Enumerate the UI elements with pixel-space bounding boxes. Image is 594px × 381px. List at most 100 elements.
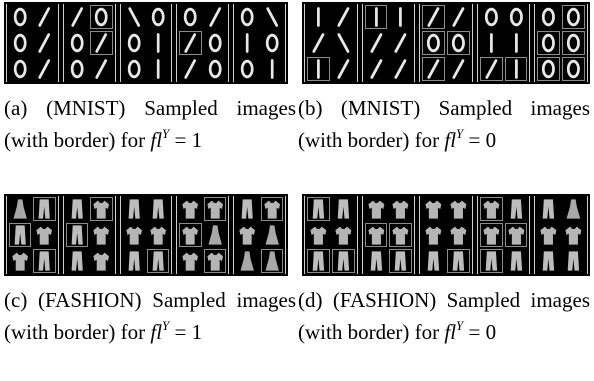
mnist-panel-b <box>302 2 590 84</box>
sample-image <box>331 5 355 29</box>
sample-image <box>504 223 528 247</box>
sample-image <box>389 249 413 273</box>
sample-group <box>361 196 416 274</box>
sample-image <box>33 57 56 81</box>
sample-image <box>307 5 330 29</box>
sample-group <box>476 196 531 274</box>
sample-image <box>307 197 330 221</box>
sample-image <box>9 249 32 273</box>
sample-image <box>479 31 503 55</box>
sample-image <box>122 31 145 55</box>
sample-image <box>236 31 259 55</box>
sample-image <box>422 57 445 81</box>
caption-c-value: = 1 <box>169 320 203 344</box>
sample-image <box>146 57 170 81</box>
sample-group <box>62 196 116 274</box>
caption-c-symbol: fl <box>150 320 163 344</box>
sample-image <box>504 31 528 55</box>
sample-image <box>389 223 413 247</box>
sample-image <box>331 31 355 55</box>
sample-image <box>504 249 528 273</box>
sample-image <box>307 57 330 81</box>
sample-image <box>65 57 89 81</box>
sample-group <box>233 196 286 274</box>
sample-image <box>203 249 227 273</box>
sample-image <box>203 5 227 29</box>
caption-c-superscript: Y <box>162 318 170 333</box>
sample-group <box>176 4 230 82</box>
sample-image <box>562 223 585 247</box>
sample-image <box>364 31 388 55</box>
sample-image <box>65 223 89 247</box>
sample-image <box>446 223 470 247</box>
caption-a-text: (a) (MNIST) Sampled images (with border)… <box>4 96 296 152</box>
sample-image <box>146 31 170 55</box>
sample-image <box>389 5 413 29</box>
sample-image <box>146 197 170 221</box>
mnist-panel-a <box>4 2 288 84</box>
sample-image <box>307 223 330 247</box>
caption-b: (b) (MNIST) Sampled images (with border)… <box>298 96 590 153</box>
sample-image <box>422 197 445 221</box>
sample-group <box>6 196 59 274</box>
sample-image <box>122 197 145 221</box>
caption-b-value: = 0 <box>463 128 497 152</box>
sample-image <box>562 5 585 29</box>
caption-a: (a) (MNIST) Sampled images (with border)… <box>4 96 296 153</box>
sample-image <box>504 197 528 221</box>
sample-image <box>389 197 413 221</box>
caption-d: (d) (FASHION) Sampled images (with borde… <box>298 288 590 345</box>
sample-image <box>307 249 330 273</box>
sample-image <box>537 249 561 273</box>
sample-image <box>537 31 561 55</box>
sample-image <box>364 57 388 81</box>
sample-image <box>122 5 145 29</box>
sample-image <box>179 197 202 221</box>
sample-image <box>65 249 89 273</box>
sample-image <box>90 223 113 247</box>
sample-image <box>422 223 445 247</box>
sample-image <box>389 57 413 81</box>
sample-image <box>260 57 283 81</box>
caption-b-symbol: fl <box>444 128 457 152</box>
sample-image <box>537 197 561 221</box>
sample-image <box>236 223 259 247</box>
sample-image <box>331 223 355 247</box>
caption-d-symbol: fl <box>444 320 457 344</box>
caption-b-text: (b) (MNIST) Sampled images (with border)… <box>298 96 590 152</box>
caption-d-superscript: Y <box>456 318 464 333</box>
sample-image <box>562 197 585 221</box>
sample-image <box>146 223 170 247</box>
sample-image <box>9 197 32 221</box>
sample-image <box>90 57 113 81</box>
sample-group <box>304 196 358 274</box>
sample-image <box>389 31 413 55</box>
sample-image <box>122 223 145 247</box>
sample-image <box>179 5 202 29</box>
sample-image <box>446 249 470 273</box>
sample-image <box>122 249 145 273</box>
sample-group <box>476 4 531 82</box>
sample-image <box>504 57 528 81</box>
sample-image <box>33 31 56 55</box>
sample-image <box>33 5 56 29</box>
sample-image <box>479 57 503 81</box>
caption-a-value: = 1 <box>169 128 203 152</box>
sample-image <box>179 223 202 247</box>
sample-image <box>331 57 355 81</box>
sample-image <box>446 31 470 55</box>
sample-image <box>236 5 259 29</box>
caption-b-superscript: Y <box>456 126 464 141</box>
sample-group <box>361 4 416 82</box>
sample-image <box>9 5 32 29</box>
sample-image <box>364 197 388 221</box>
sample-image <box>33 197 56 221</box>
sample-image <box>504 5 528 29</box>
sample-image <box>307 31 330 55</box>
sample-image <box>33 223 56 247</box>
sample-image <box>479 5 503 29</box>
caption-a-symbol: fl <box>150 128 163 152</box>
caption-c: (c) (FASHION) Sampled images (with borde… <box>4 288 296 345</box>
sample-image <box>65 197 89 221</box>
caption-a-superscript: Y <box>162 126 170 141</box>
